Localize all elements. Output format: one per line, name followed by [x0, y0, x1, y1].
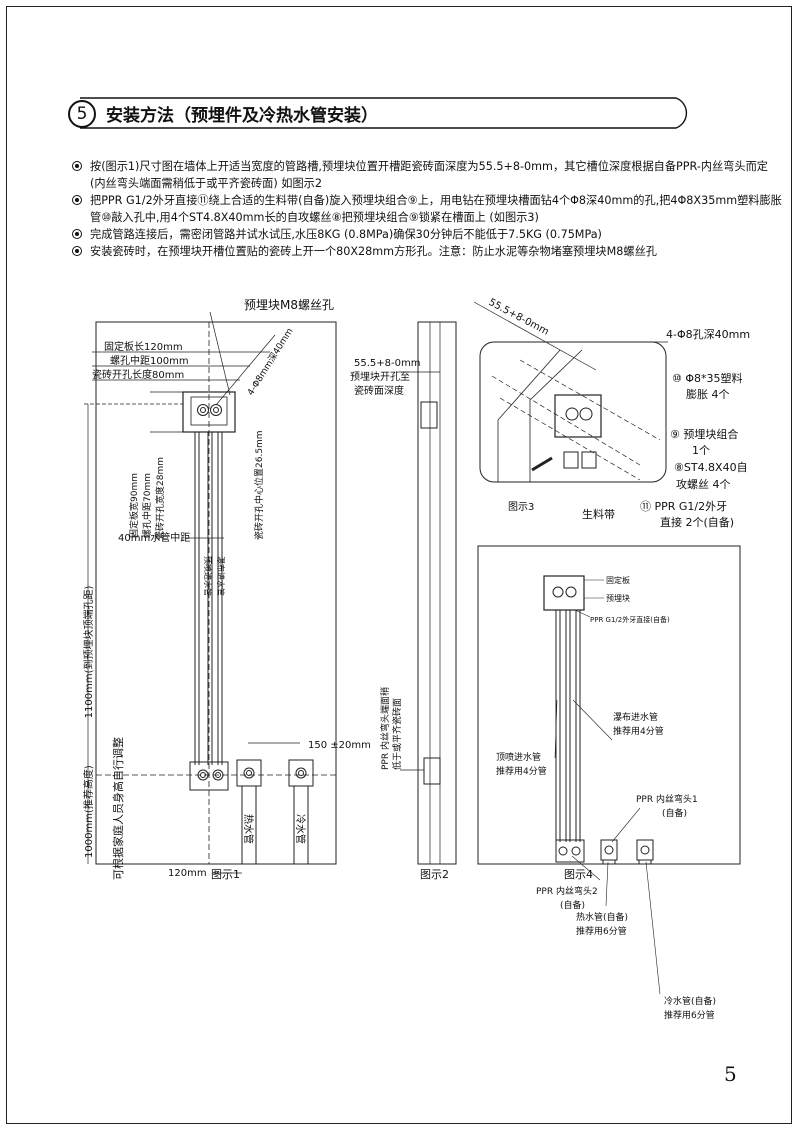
fig4-elbow1-line2: (自备) — [662, 807, 687, 819]
fig1-hole-center-distance: 螺孔中距100mm — [110, 354, 189, 367]
fig1-pipe-center: 40mm水管中距 — [118, 531, 190, 544]
fig4-elbow2-line1: PPR 内丝弯头2 — [536, 885, 598, 897]
fig2-elbow-note-1: PPR 内丝弯头端面稍 — [379, 687, 391, 770]
fig4-waterfall: 瀑布进水管 — [613, 711, 658, 723]
fig4-cold-line1: 冷水管(自备) — [664, 995, 716, 1007]
fig2-depth-value: 55.5+8-0mm — [354, 358, 420, 369]
figure-3 — [473, 301, 668, 483]
note-item: 把PPR G1/2外牙直接⑪绕上合适的生料带(自备)旋入预埋块组合⑨上，用电钻在… — [72, 192, 782, 209]
fig4-top-spray: 顶喷进水管 — [496, 751, 541, 763]
note-text: 按(图示1)尺寸图在墙体上开适当宽度的管路槽,预埋块位置开槽距瓷砖面深度为55.… — [90, 160, 768, 173]
fig2-caption: 图示2 — [420, 868, 449, 881]
fig4-hot-line1: 热水管(自备) — [576, 911, 628, 923]
fig3-expansion-2: 膨胀 4个 — [686, 387, 730, 401]
fig4-ppr-direct: PPR G1/2外牙直接(自备) — [590, 615, 670, 624]
page-number: 5 — [724, 1062, 737, 1086]
note-item: 完成管路连接后，需密闭管路并试水试压,水压8KG (0.8MPa)确保30分钟后… — [72, 226, 732, 243]
fig2-depth-label-1: 预埋块开孔至 — [350, 371, 410, 383]
fig1-tile-opening-length: 瓷砖开孔长度80mm — [92, 368, 184, 381]
fig3-caption: 图示3 — [508, 501, 534, 513]
fig3-expansion-1: ⑩ Φ8*35塑料 — [672, 371, 743, 385]
fig1-adjust-note: 可根据家庭人员身高自行调整 — [111, 737, 125, 880]
fig1-dim-1100: 1100mm(到预埋块顶端孔距) — [82, 586, 95, 719]
fig4-waterfall-rec: 推荐用4分管 — [613, 725, 664, 737]
fig1-tile-opening-width: 瓷砖开孔宽度28mm — [154, 457, 166, 540]
fig4-embedded-block: 预埋块 — [606, 593, 630, 603]
bullet-icon — [72, 246, 82, 256]
fig4-elbow2-line2: (自备) — [560, 899, 585, 911]
bullet-icon — [72, 161, 82, 171]
fig3-holes: 4-Φ8孔深40mm — [666, 328, 750, 341]
fig4-fixed-plate: 固定板 — [606, 575, 630, 585]
fig1-plate-width: 固定板宽90mm — [128, 473, 140, 538]
instruction-list: 按(图示1)尺寸图在墙体上开适当宽度的管路槽,预埋块位置开槽距瓷砖面深度为55.… — [72, 158, 782, 260]
fig3-ppr-1: ⑪ PPR G1/2外牙 — [640, 500, 727, 513]
fig1-top-spray-pipe: 顶喷进水管 — [203, 556, 213, 596]
fig1-plate-length: 固定板长120mm — [104, 340, 183, 353]
fig1-dim-150: 150 ±20mm — [308, 740, 371, 751]
header-bar — [80, 97, 688, 129]
note-text: (内丝弯头端面需稍低于或平齐瓷砖面) 如图示2 — [90, 177, 322, 190]
fig1-dim-1000: 1000mm(推荐高度) — [82, 765, 95, 858]
page-frame — [6, 6, 792, 1124]
fig1-cold-pipe: 冷水管 — [294, 814, 307, 844]
fig1-dim-120: 120mm — [168, 868, 207, 879]
fig1-waterfall-pipe: 瀑布进水管 — [216, 556, 226, 596]
bullet-icon — [72, 195, 82, 205]
fig4-hot-line2: 推荐用6分管 — [576, 925, 627, 937]
note-item: 安装瓷砖时，在预埋块开槽位置贴的瓷砖上开一个80X28mm方形孔。注意：防止水泥… — [72, 243, 732, 260]
section-header: 5 安装方法（预埋件及冷热水管安装） — [64, 96, 698, 130]
fig3-ppr-2: 直接 2个(自备) — [660, 515, 734, 529]
section-number: 5 — [68, 100, 96, 128]
fig3-screw-2: 攻螺丝 4个 — [676, 477, 731, 491]
fig1-caption: 图示1 — [211, 868, 240, 881]
note-text: 完成管路连接后，需密闭管路并试水试压,水压8KG (0.8MPa)确保30分钟后… — [90, 228, 602, 241]
bullet-icon — [72, 229, 82, 239]
fig4-cold-line2: 推荐用6分管 — [664, 1009, 715, 1021]
figure-2 — [396, 321, 457, 865]
fig3-depth-value: 55.5+8-0mm — [487, 297, 551, 338]
fig1-hot-pipe: 热水管 — [242, 814, 255, 844]
note-item: 按(图示1)尺寸图在墙体上开适当宽度的管路槽,预埋块位置开槽距瓷砖面深度为55.… — [72, 158, 768, 175]
fig3-block-1: ⑨ 预埋块组合 — [670, 427, 738, 441]
fig3-tape: 生料带 — [582, 507, 615, 521]
fig1-tile-center-position: 瓷砖开孔中心位置26.5mm — [253, 430, 265, 540]
fig4-elbow1-line1: PPR 内丝弯头1 — [636, 793, 698, 805]
fig4-top-spray-rec: 推荐用4分管 — [496, 765, 547, 777]
figure-1 — [84, 311, 337, 874]
fig2-elbow-note-2: 低于或平齐瓷砖面 — [391, 698, 403, 770]
section-title: 安装方法（预埋件及冷热水管安装） — [106, 106, 378, 126]
fig4-caption: 图示4 — [564, 868, 593, 881]
note-item: 管⑩敲入孔中,用4个ST4.8X40mm长的自攻螺丝⑧把预埋块组合⑨锁紧在槽面上… — [72, 209, 732, 226]
note-text: 把PPR G1/2外牙直接⑪绕上合适的生料带(自备)旋入预埋块组合⑨上，用电钻在… — [90, 194, 782, 207]
fig1-hole-center-v: 螺孔中距70mm — [141, 473, 153, 538]
fig3-block-2: 1个 — [692, 444, 710, 457]
figure-4 — [477, 545, 741, 995]
note-text: 管⑩敲入孔中,用4个ST4.8X40mm长的自攻螺丝⑧把预埋块组合⑨锁紧在槽面上… — [90, 211, 539, 224]
fig3-screw-1: ⑧ST4.8X40自 — [674, 461, 748, 474]
note-text: 安装瓷砖时，在预埋块开槽位置贴的瓷砖上开一个80X28mm方形孔。注意：防止水泥… — [90, 245, 657, 258]
fig1-m8-hole-label: 预埋块M8螺丝孔 — [244, 298, 334, 312]
fig2-depth-label-2: 瓷砖面深度 — [354, 384, 404, 397]
note-item: (内丝弯头端面需稍低于或平齐瓷砖面) 如图示2 — [72, 175, 732, 192]
